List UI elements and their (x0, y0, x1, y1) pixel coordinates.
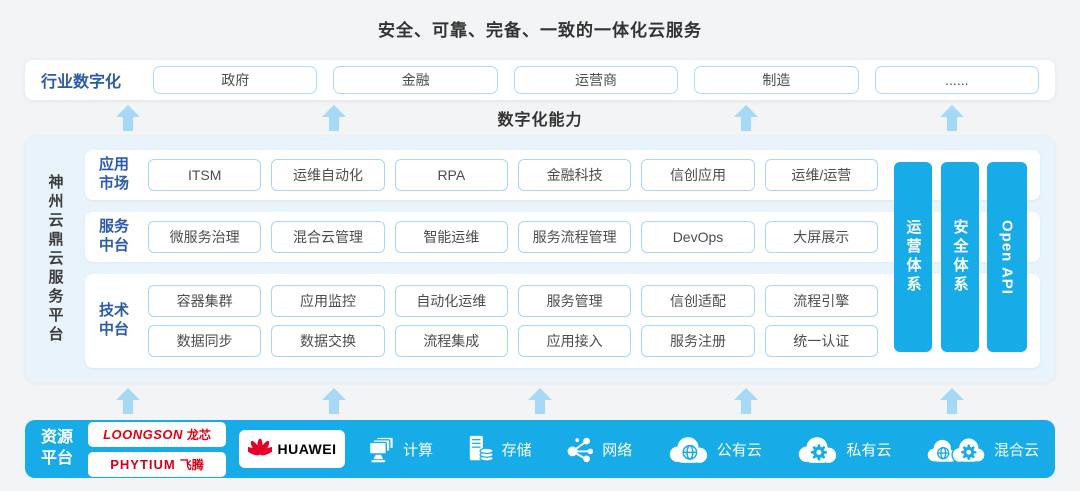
resource-item-label: 私有云 (846, 441, 892, 459)
pillar-open-api-label: Open API (998, 219, 1016, 295)
page-title: 安全、可靠、完备、一致的一体化云服务 (378, 21, 702, 40)
svc-box-service-flow: 服务流程管理 (517, 221, 632, 253)
resource-item-label: 公有云 (716, 441, 762, 459)
pillar-operation-system: 运营体系 (894, 162, 932, 352)
phytium-logo-text: PHYTIUM (110, 456, 176, 472)
up-arrow-icon (322, 105, 346, 131)
resource-platform-label: 资源平台 (41, 429, 74, 467)
storage-icon (467, 435, 495, 463)
app-box-fintech: 金融科技 (517, 159, 632, 191)
compute-icon (366, 435, 396, 463)
tech-box-data-sync: 数据同步 (148, 325, 262, 357)
app-box-ops-operation: 运维/运营 (764, 159, 878, 191)
industry-items: 政府 金融 运营商 制造 ...... (153, 66, 1040, 94)
private-cloud-icon (795, 434, 839, 465)
resource-platform-bar: 资源平台 LOONGSON 龙芯 PHYTIUM 飞腾 HUAWEI (25, 420, 1055, 478)
svc-box-microservice: 微服务治理 (148, 221, 262, 253)
tech-box-process-engine: 流程引擎 (764, 285, 878, 317)
app-box-itsm: ITSM (148, 159, 262, 191)
resource-item-hybrid-cloud: 混合云 (925, 434, 1039, 465)
loongson-cn-text: 龙芯 (186, 427, 211, 442)
tech-box-app-access: 应用接入 (517, 325, 632, 357)
industry-box-finance: 金融 (333, 66, 498, 94)
service-middle-label: 服务中台 (99, 218, 130, 254)
resource-items: 计算 存储 (358, 434, 1039, 465)
capability-band: 数字化能力 (25, 100, 1055, 136)
resource-item-network: 网络 (565, 436, 632, 463)
loongson-chip: LOONGSON 龙芯 (88, 421, 226, 447)
resource-item-label: 网络 (602, 441, 633, 459)
public-cloud-icon (666, 434, 710, 465)
tech-box-app-monitor: 应用监控 (271, 285, 385, 317)
platform-name: 神州云鼎云服务平台 (46, 173, 64, 345)
resource-item-label: 计算 (403, 441, 434, 459)
tech-box-xinchuang-adapt: 信创适配 (641, 285, 755, 317)
huawei-chip: HUAWEI (239, 430, 345, 468)
resource-item-label: 存储 (501, 441, 532, 459)
up-arrow-icon (940, 105, 964, 131)
app-box-ops-automation: 运维自动化 (271, 159, 385, 191)
phytium-cn-text: 飞腾 (179, 457, 204, 472)
industry-row: 行业数字化 政府 金融 运营商 制造 ...... (25, 60, 1055, 100)
tech-box-process-integration: 流程集成 (394, 325, 508, 357)
tech-box-service-registry: 服务注册 (641, 325, 755, 357)
resource-arrow-band (25, 382, 1055, 420)
service-middle-row: 服务中台 微服务治理 混合云管理 智能运维 服务流程管理 DevOps 大屏展示 (85, 212, 1040, 262)
network-icon (565, 436, 595, 463)
resource-item-storage: 存储 (467, 435, 532, 463)
app-market-row: 应用市场 ITSM 运维自动化 RPA 金融科技 信创应用 运维/运营 (85, 150, 1040, 200)
tech-box-service-mgmt: 服务管理 (517, 285, 632, 317)
up-arrow-icon (734, 105, 758, 131)
up-arrow-icon (116, 105, 140, 131)
huawei-logo-text: HUAWEI (277, 441, 337, 457)
hybrid-cloud-icon (925, 434, 987, 465)
app-market-label: 应用市场 (99, 156, 130, 192)
svc-box-devops: DevOps (641, 221, 755, 253)
huawei-flower-icon (244, 437, 275, 461)
svc-box-hybrid-cloud-mgmt: 混合云管理 (271, 221, 385, 253)
up-arrow-icon (940, 388, 964, 414)
app-box-xinchuang-app: 信创应用 (641, 159, 755, 191)
up-arrow-icon (116, 388, 140, 414)
svc-box-aiops: 智能运维 (394, 221, 508, 253)
industry-box-government: 政府 (153, 66, 318, 94)
pillar-open-api: Open API (987, 162, 1027, 352)
loongson-logo-text: LOONGSON (103, 426, 183, 442)
up-arrow-icon (322, 388, 346, 414)
pillar-operation-label: 运营体系 (904, 219, 922, 295)
tech-box-auto-ops: 自动化运维 (394, 285, 508, 317)
phytium-chip: PHYTIUM 飞腾 (88, 451, 226, 477)
platform-panel: 神州云鼎云服务平台 应用市场 ITSM 运维自动化 RPA 金融科技 信创应用 … (25, 136, 1055, 382)
resource-item-private-cloud: 私有云 (795, 434, 891, 465)
tech-box-data-exchange: 数据交换 (271, 325, 385, 357)
app-box-rpa: RPA (394, 159, 508, 191)
up-arrow-icon (528, 388, 552, 414)
tech-middle-row: 技术中台 容器集群 应用监控 自动化运维 服务管理 信创适配 流程引擎 数据同步… (85, 274, 1040, 368)
tech-box-container: 容器集群 (148, 285, 262, 317)
industry-box-more: ...... (874, 66, 1040, 94)
vendor-chips: LOONGSON 龙芯 PHYTIUM 飞腾 (88, 421, 226, 477)
tech-middle-label: 技术中台 (99, 302, 130, 338)
pillar-security-label: 安全体系 (951, 219, 969, 295)
industry-box-carrier: 运营商 (513, 66, 679, 94)
svc-box-dashboard: 大屏展示 (764, 221, 878, 253)
capability-label: 数字化能力 (497, 112, 583, 129)
pillar-security-system: 安全体系 (941, 162, 979, 352)
industry-row-label: 行业数字化 (41, 74, 122, 91)
up-arrow-icon (734, 388, 758, 414)
platform-rows: 应用市场 ITSM 运维自动化 RPA 金融科技 信创应用 运维/运营 服务中台… (85, 150, 1040, 368)
resource-item-label: 混合云 (993, 441, 1039, 459)
resource-item-compute: 计算 (366, 435, 434, 463)
industry-box-manufacturing: 制造 (694, 66, 859, 94)
resource-item-public-cloud: 公有云 (666, 434, 762, 465)
platform-name-wrap: 神州云鼎云服务平台 (25, 136, 85, 382)
tech-box-unified-auth: 统一认证 (764, 325, 878, 357)
